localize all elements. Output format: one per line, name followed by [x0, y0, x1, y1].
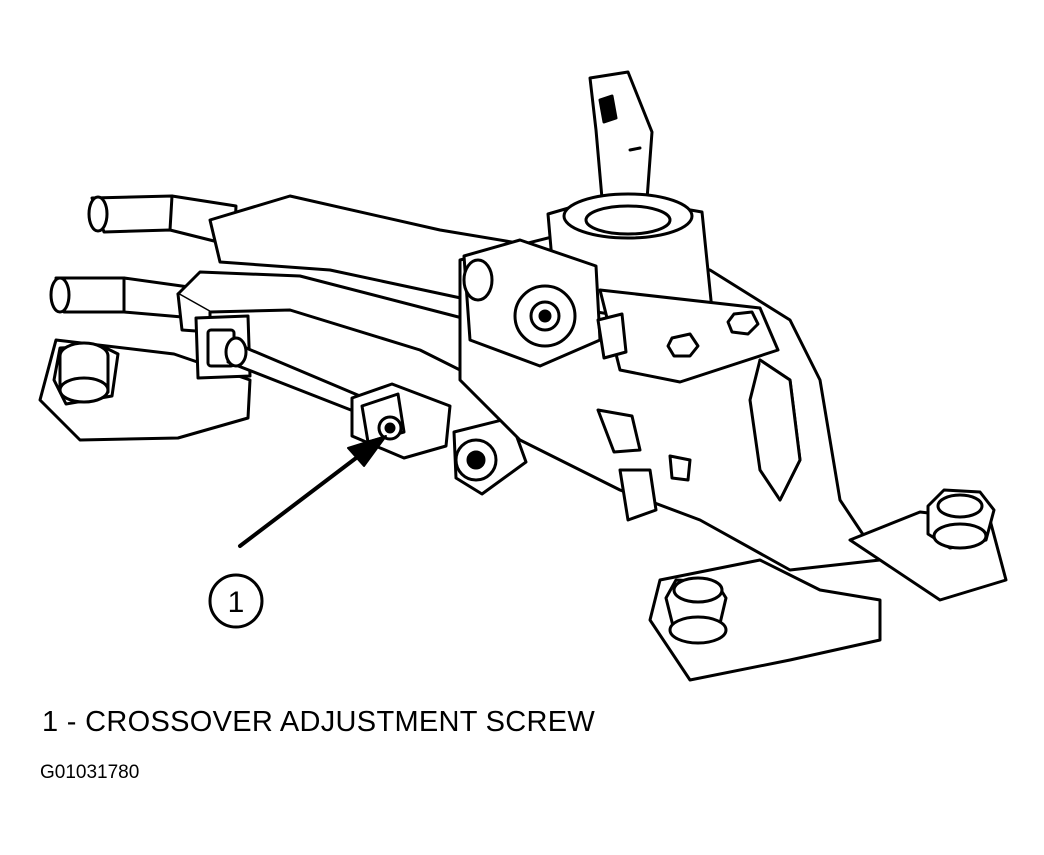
shift-cable-lower: [49, 276, 198, 320]
side-bracket-tab: [596, 408, 692, 522]
front-mounting-foot: [648, 558, 882, 682]
shift-cable-upper: [87, 194, 238, 248]
pivot-bushing: [452, 416, 528, 496]
callout-marker: 1: [208, 573, 264, 629]
legend-item-1: 1 - CROSSOVER ADJUSTMENT SCREW: [42, 706, 596, 738]
top-plate: [596, 288, 780, 384]
gear-shifter-assembly-illustration: 1: [38, 70, 1008, 682]
callout-arrow: [238, 435, 387, 548]
callout-number: 1: [228, 586, 245, 619]
right-mounting-foot: [848, 488, 1008, 602]
selector-pivot: [462, 238, 602, 368]
figure-id: G01031780: [40, 762, 140, 783]
